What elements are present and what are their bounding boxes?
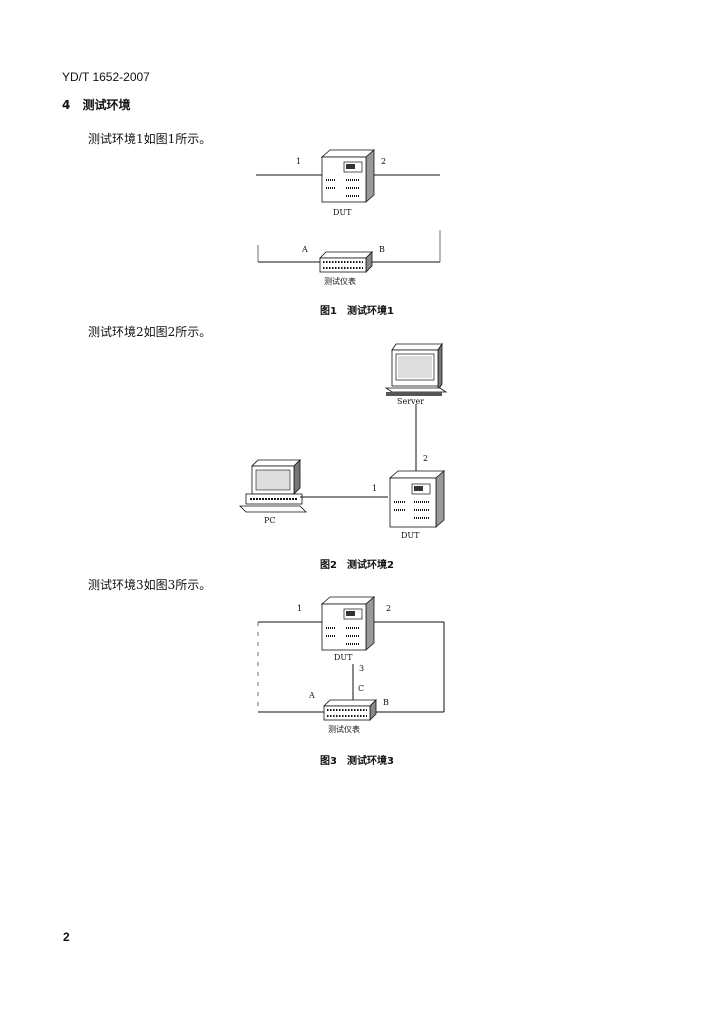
figure1-tester-icon — [319, 251, 373, 273]
paragraph-env1: 测试环境1如图1所示。 — [88, 132, 212, 146]
section-title: 测试环境 — [82, 98, 131, 112]
figure1-diagram — [256, 149, 441, 273]
figure1-caption: 图1 测试环境1 — [320, 306, 394, 317]
figure2-pc-icon — [239, 459, 307, 513]
figure3-tester-label: 测试仪表 — [328, 725, 360, 734]
figure2-pc-label: PC — [264, 516, 276, 525]
figure3-port-c-label: C — [358, 684, 365, 693]
figure2-link-2-label: 2 — [423, 454, 429, 463]
figure1-tester-label: 测试仪表 — [324, 277, 356, 286]
figure1-port-2-label: 2 — [381, 157, 387, 166]
figure1-port-b-label: B — [379, 245, 385, 254]
figure3-port-2-label: 2 — [386, 604, 392, 613]
figure1-port-1-label: 1 — [296, 157, 302, 166]
paragraph-env3: 测试环境3如图3所示。 — [88, 578, 212, 592]
figure3-port-b-label: B — [383, 698, 389, 707]
figure3-diagram — [257, 596, 445, 721]
figure3-dut-icon — [320, 596, 376, 651]
paragraph-env2: 测试环境2如图2所示。 — [88, 325, 212, 339]
figure2-server-icon — [384, 342, 448, 396]
section-number: 4 — [62, 98, 71, 112]
document-id: YD/T 1652-2007 — [62, 70, 150, 84]
section-heading: 4 测试环境 — [62, 96, 131, 113]
figure3-port-1-label: 1 — [297, 604, 303, 613]
figure2-link-1-label: 1 — [372, 484, 378, 493]
figure2-dut-icon — [388, 470, 446, 528]
figure2-diagram — [239, 342, 448, 528]
figure1-port-a-label: A — [302, 245, 308, 254]
figure3-port-3-label: 3 — [359, 664, 365, 673]
page-number: 2 — [63, 930, 70, 944]
figure3-dut-label: DUT — [334, 653, 353, 662]
figure1-dut-label: DUT — [333, 208, 352, 217]
figure2-dut-label: DUT — [401, 531, 420, 540]
figure3-tester-icon — [323, 699, 377, 721]
figure2-caption: 图2 测试环境2 — [320, 560, 394, 571]
figure2-server-label: Server — [397, 397, 425, 406]
figure1-dut-icon — [320, 149, 376, 203]
figure3-caption: 图3 测试环境3 — [320, 756, 394, 767]
figure3-port-a-label: A — [309, 691, 315, 700]
